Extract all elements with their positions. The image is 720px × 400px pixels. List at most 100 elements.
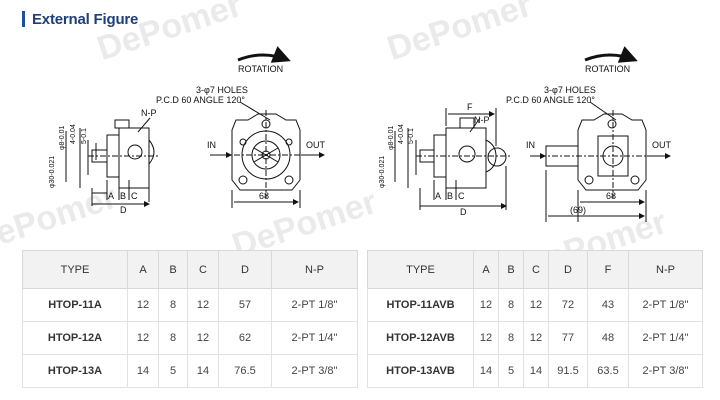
cell-type: HTOP-12AVB — [367, 321, 474, 355]
left-dim-30: φ30-0.021 — [49, 156, 56, 188]
cell-type: HTOP-13A — [22, 354, 128, 388]
right-out-label: OUT — [652, 140, 672, 150]
cell-a: 12 — [127, 288, 159, 322]
cell-f: 43 — [587, 288, 629, 322]
cell-c: 12 — [523, 321, 549, 355]
cell-c: 12 — [187, 288, 219, 322]
cell-np: 2-PT 1/8" — [271, 288, 358, 322]
table-row: HTOP-13A 14 5 14 76.5 2-PT 3/8" — [22, 354, 358, 388]
table-row: HTOP-11A 12 8 12 57 2-PT 1/8" — [22, 288, 358, 322]
table-row: HTOP-11AVB 12 8 12 72 43 2-PT 1/8" — [367, 288, 703, 322]
cell-b: 5 — [158, 354, 188, 388]
left-dim-b: B — [120, 191, 126, 201]
cell-c: 14 — [523, 354, 549, 388]
header-np: N-P — [628, 250, 703, 289]
cell-type: HTOP-11A — [22, 288, 128, 322]
cell-b: 8 — [158, 288, 188, 322]
left-dim-5: 5-0.1 — [81, 128, 88, 144]
left-out-label: OUT — [306, 140, 326, 150]
right-dim-4: 4-0.04 — [398, 124, 405, 144]
left-dim-a: A — [108, 191, 114, 201]
external-figure-drawing: N-P A B C D φ30-0.021 φ8-0.01 4-0.04 5-0… — [49, 46, 672, 222]
right-dim-b: B — [447, 191, 453, 201]
header-a: A — [127, 250, 159, 289]
cell-d: 76.5 — [218, 354, 272, 388]
cell-d: 72 — [548, 288, 588, 322]
header-f: F — [587, 250, 629, 289]
cell-b: 8 — [498, 321, 524, 355]
right-dim-a: A — [435, 191, 441, 201]
spec-table-left: TYPE A B C D N-P HTOP-11A 12 8 12 57 2-P… — [22, 250, 358, 388]
header-b: B — [498, 250, 524, 289]
header-type: TYPE — [22, 250, 128, 289]
left-dim-4: 4-0.04 — [70, 124, 77, 144]
cell-c: 12 — [523, 288, 549, 322]
left-np-label: N-P — [141, 108, 157, 118]
cell-a: 14 — [473, 354, 499, 388]
right-dim-c: C — [458, 191, 465, 201]
header-c: C — [523, 250, 549, 289]
cell-np: 2-PT 1/4" — [628, 321, 703, 355]
header-d: D — [218, 250, 272, 289]
cell-a: 12 — [473, 321, 499, 355]
cell-b: 8 — [498, 288, 524, 322]
cell-c: 14 — [187, 354, 219, 388]
header-c: C — [187, 250, 219, 289]
spec-table-right: TYPE A B C D F N-P HTOP-11AVB 12 8 12 72… — [367, 250, 703, 388]
cell-b: 8 — [158, 321, 188, 355]
cell-a: 12 — [127, 321, 159, 355]
table-header-row: TYPE A B C D F N-P — [367, 250, 703, 289]
cell-a: 14 — [127, 354, 159, 388]
cell-type: HTOP-12A — [22, 321, 128, 355]
header-b: B — [158, 250, 188, 289]
right-width-69: (69) — [570, 205, 586, 215]
table-row: HTOP-12A 12 8 12 62 2-PT 1/4" — [22, 321, 358, 355]
left-dim-8: φ8-0.01 — [59, 126, 66, 150]
right-side-view — [394, 108, 512, 210]
left-rotation-label: ROTATION — [238, 64, 283, 74]
cell-type: HTOP-11AVB — [367, 288, 474, 322]
header-d: D — [548, 250, 588, 289]
cell-d: 77 — [548, 321, 588, 355]
heading-accent-bar — [22, 11, 25, 27]
right-np-label: N-P — [474, 115, 490, 125]
cell-np: 2-PT 1/4" — [271, 321, 358, 355]
cell-np: 2-PT 3/8" — [628, 354, 703, 388]
cell-f: 63.5 — [587, 354, 629, 388]
right-in-label: IN — [526, 140, 535, 150]
right-dim-d: D — [460, 207, 467, 217]
heading-title: External Figure — [32, 10, 139, 28]
section-heading: External Figure — [22, 9, 138, 29]
right-rotation-label: ROTATION — [585, 64, 630, 74]
right-front-view — [530, 46, 671, 222]
header-type: TYPE — [367, 250, 474, 289]
cell-f: 48 — [587, 321, 629, 355]
right-dim-5: 5-0.1 — [408, 128, 415, 144]
cell-b: 5 — [498, 354, 524, 388]
table-row: HTOP-13AVB 14 5 14 91.5 63.5 2-PT 3/8" — [367, 354, 703, 388]
left-front-view — [210, 46, 325, 208]
cell-np: 2-PT 1/8" — [628, 288, 703, 322]
cell-c: 12 — [187, 321, 219, 355]
right-dim-30: φ30-0.021 — [379, 156, 386, 188]
left-pcd-label: P.C.D 60 ANGLE 120° — [156, 95, 245, 105]
cell-d: 57 — [218, 288, 272, 322]
header-np: N-P — [271, 250, 358, 289]
left-in-label: IN — [207, 140, 216, 150]
cell-d: 91.5 — [548, 354, 588, 388]
right-dim-8: φ8-0.01 — [388, 126, 395, 150]
left-dim-d: D — [120, 205, 127, 215]
left-holes-label: 3-φ7 HOLES — [196, 85, 248, 95]
cell-d: 62 — [218, 321, 272, 355]
left-dim-c: C — [131, 191, 138, 201]
right-holes-label: 3-φ7 HOLES — [544, 85, 596, 95]
cell-np: 2-PT 3/8" — [271, 354, 358, 388]
right-dim-f: F — [467, 102, 473, 112]
table-header-row: TYPE A B C D N-P — [22, 250, 358, 289]
header-a: A — [473, 250, 499, 289]
table-row: HTOP-12AVB 12 8 12 77 48 2-PT 1/4" — [367, 321, 703, 355]
right-pcd-label: P.C.D 60 ANGLE 120° — [506, 95, 595, 105]
cell-type: HTOP-13AVB — [367, 354, 474, 388]
cell-a: 12 — [473, 288, 499, 322]
right-width-68: 68 — [606, 191, 616, 201]
